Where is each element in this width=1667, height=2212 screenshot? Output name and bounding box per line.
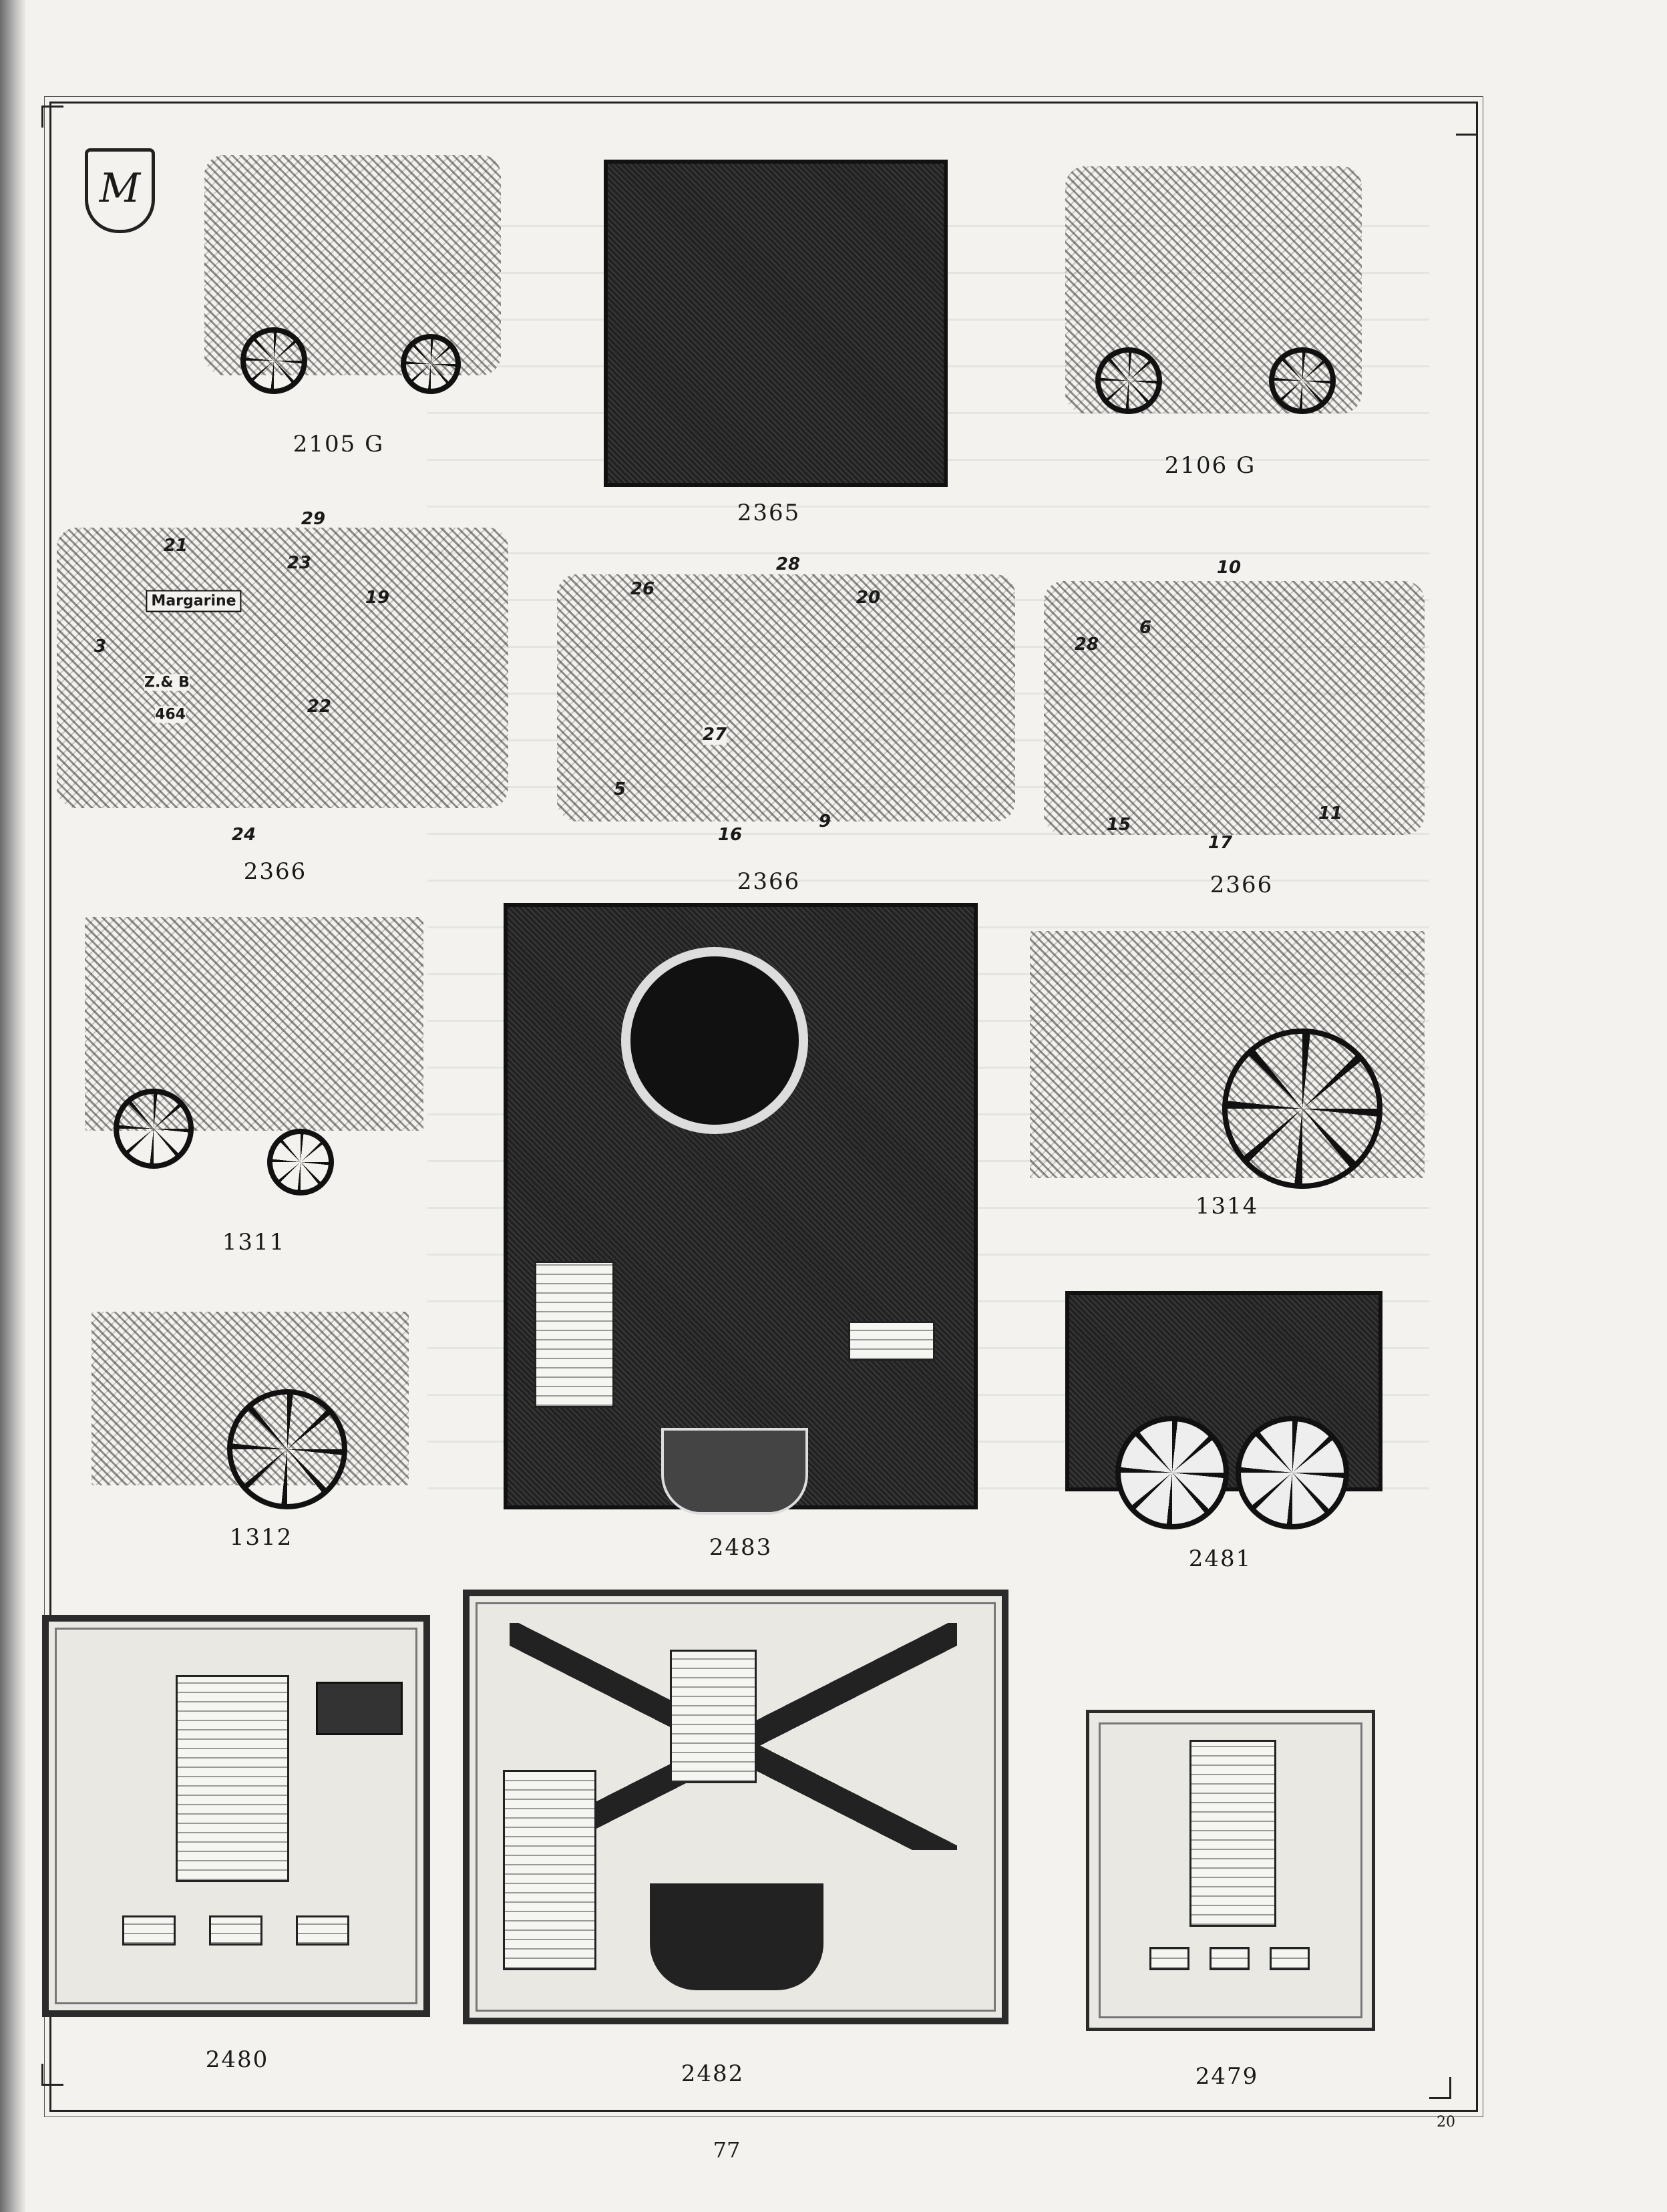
item-number: 2366 — [243, 858, 307, 885]
ticket-card — [1149, 1947, 1189, 1970]
pouch-shape — [650, 1883, 823, 1990]
item-number: 2366 — [737, 868, 801, 895]
item-number: 2480 — [205, 2046, 269, 2073]
drum-shape — [621, 947, 808, 1134]
wheel-icon — [114, 1089, 194, 1169]
callout-number: 16 — [717, 825, 743, 845]
corner-ornament — [1429, 2077, 1451, 2099]
callout-number: 15 — [1106, 815, 1131, 835]
illustration-display-board-2480 — [42, 1615, 430, 2017]
callout-number: 28 — [775, 554, 801, 574]
ticket-card — [534, 1261, 614, 1408]
item-number: 2366 — [1210, 872, 1274, 898]
wallet-shape — [316, 1682, 403, 1735]
item-number: 2106 G — [1164, 452, 1256, 479]
callout-number: 3 — [94, 636, 107, 657]
wheel-icon — [227, 1389, 347, 1509]
callout-number: 21 — [163, 536, 188, 556]
pouch-shape — [661, 1428, 808, 1515]
ticket-card — [848, 1321, 935, 1361]
bucket-inscription: Margarine — [146, 590, 242, 612]
crate-inscription: 464 — [155, 706, 186, 723]
callout-number: 19 — [365, 588, 390, 608]
callout-number: 9 — [818, 811, 831, 832]
item-number: 2479 — [1195, 2063, 1259, 2090]
callout-number: 23 — [287, 553, 312, 573]
illustration-luggage-assortment-b — [557, 574, 1015, 821]
callout-number: 10 — [1216, 558, 1242, 578]
item-number: 1312 — [229, 1524, 293, 1551]
callout-number: 20 — [856, 588, 881, 608]
callout-number: 28 — [1074, 634, 1099, 655]
item-number: 2483 — [709, 1534, 773, 1561]
illustration-display-board-2482 — [463, 1590, 1008, 2024]
callout-number: 26 — [630, 579, 655, 599]
corner-ornament — [41, 2064, 63, 2086]
item-number: 2365 — [737, 500, 801, 526]
wheel-icon — [267, 1129, 334, 1195]
ticket-card — [209, 1915, 262, 1946]
wheel-icon — [1236, 1416, 1349, 1529]
callout-number: 24 — [231, 825, 256, 845]
illustration-display-board-2479 — [1086, 1710, 1375, 2031]
wheel-icon — [401, 334, 461, 394]
item-number: 1314 — [1195, 1193, 1259, 1220]
callout-number: 29 — [301, 509, 326, 529]
ticket-card — [503, 1770, 596, 1970]
wheel-icon — [240, 327, 307, 394]
crate-inscription: Z.& B — [144, 674, 190, 691]
callout-number: 17 — [1208, 833, 1233, 853]
wheel-icon — [1269, 347, 1336, 414]
callout-number: 27 — [702, 725, 727, 745]
item-number: 1311 — [222, 1229, 286, 1256]
corner-ornament — [1456, 134, 1478, 156]
scan-binding-edge — [0, 0, 25, 2212]
callout-number: 5 — [613, 779, 626, 799]
callout-number: 6 — [1139, 618, 1152, 638]
publisher-monogram-logo: M — [85, 148, 155, 233]
illustration-luggage-assortment-a — [57, 528, 508, 808]
item-number: 2105 G — [293, 431, 385, 457]
ticket-card — [1210, 1947, 1250, 1970]
wheel-icon — [1095, 347, 1162, 414]
page-number: 77 — [713, 2137, 741, 2163]
ticket-card — [296, 1915, 349, 1946]
page-frame — [49, 102, 1478, 2112]
illustration-luggage-set-box-2365 — [604, 160, 948, 487]
illustration-display-case-2483 — [504, 903, 978, 1515]
wheel-icon — [1222, 1029, 1382, 1189]
ticket-card — [1189, 1740, 1276, 1927]
item-number: 2481 — [1188, 1545, 1252, 1572]
callout-number: 22 — [307, 697, 332, 717]
wheel-icon — [1115, 1416, 1229, 1529]
item-number: 2482 — [681, 2060, 745, 2087]
corner-number: 20 — [1437, 2114, 1455, 2131]
callout-number: 11 — [1318, 803, 1343, 823]
ticket-card — [176, 1675, 289, 1882]
corner-ornament — [41, 106, 63, 128]
ticket-card — [1270, 1947, 1310, 1970]
lantern-shape — [670, 1650, 757, 1783]
ticket-card — [122, 1915, 176, 1946]
illustration-luggage-assortment-c — [1044, 581, 1425, 835]
page-outer-frame — [44, 96, 1483, 2117]
